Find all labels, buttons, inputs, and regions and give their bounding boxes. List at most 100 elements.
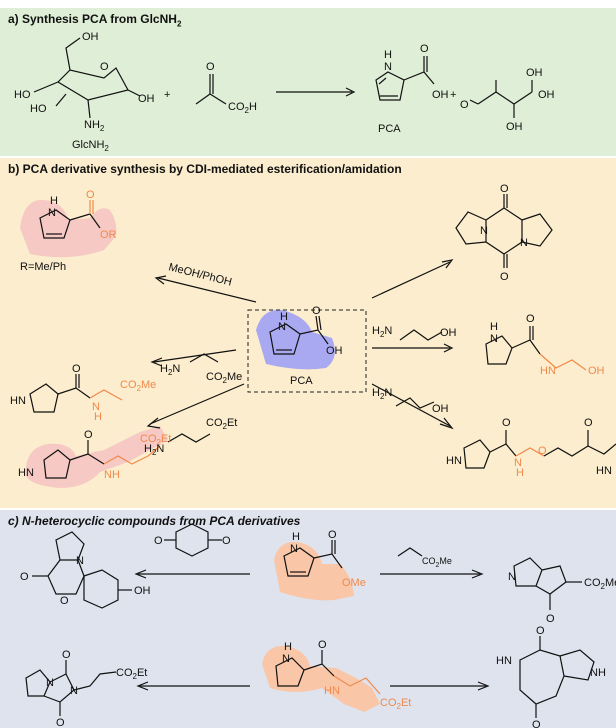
pca-dashed-box xyxy=(247,309,367,393)
gly-co2me: CO2Me xyxy=(120,379,156,393)
dkp-n-left: N xyxy=(480,225,488,237)
pca-center-label: PCA xyxy=(290,375,313,387)
imid-co2et: CO2Et xyxy=(116,667,147,681)
plus-sign-2: + xyxy=(450,89,456,101)
co2h-label: CO2H xyxy=(228,101,257,115)
aze-o-bottom: O xyxy=(532,719,541,728)
tri-o: O xyxy=(20,571,29,583)
ethanolamine-oh: OH xyxy=(440,327,457,339)
imid-o-top: O xyxy=(62,649,71,661)
bic-n: N xyxy=(508,571,516,583)
amc-n: N xyxy=(282,653,290,665)
panel-b-scheme: H N O OR R=Me/Ph MeOH/PhOH H N O OH PCA … xyxy=(10,183,616,488)
panel-c-scheme: O N O OH O O H N O OMe CO2Me N O CO2Me O… xyxy=(20,523,616,728)
pca-h: H xyxy=(280,311,288,323)
gly-o: O xyxy=(72,363,81,375)
ether-ketone-o: O xyxy=(584,417,593,429)
ho-label-2: HO xyxy=(30,103,47,115)
plus-sign: + xyxy=(164,89,170,101)
imid-n-right: N xyxy=(70,685,78,697)
product-oh-1: OH xyxy=(526,67,543,79)
amc-hn: HN xyxy=(324,685,340,697)
highlights-c xyxy=(262,541,380,712)
bic-co2me: CO2Me xyxy=(584,577,616,591)
ether-amide-o: O xyxy=(502,417,511,429)
pca-o: O xyxy=(312,305,321,317)
quinone-o-right: O xyxy=(222,535,231,547)
panel-c: c) N-heterocyclic compounds from PCA der… xyxy=(0,510,616,728)
bic-o: O xyxy=(546,613,555,625)
pyrrole-n-label: N xyxy=(384,61,392,73)
pca-n: N xyxy=(278,321,286,333)
product-oh-2: OH xyxy=(538,89,555,101)
ether-h: H xyxy=(516,467,524,479)
highlights xyxy=(20,199,335,488)
meoh-phoh-reagent: MeOH/PhOH xyxy=(167,261,233,288)
aze-nh: NH xyxy=(590,667,606,679)
acid-oh-label: OH xyxy=(432,89,449,101)
oh-label-2: OH xyxy=(138,93,155,105)
gly-hn: HN xyxy=(10,395,26,407)
bala-reagent-h2n: H2N xyxy=(144,443,164,457)
pcac-o: O xyxy=(328,529,337,541)
glcnh2-name: GlcNH2 xyxy=(72,139,109,153)
ethanolamine-h2n-2: H2N xyxy=(372,387,392,401)
pcac-ome: OMe xyxy=(342,577,366,589)
tri-ring-o: O xyxy=(60,595,69,607)
ethanolamine-h2n: H2N xyxy=(372,325,392,339)
tri-oh: OH xyxy=(134,585,151,597)
acid-o-label: O xyxy=(420,43,429,55)
dkp-o-bottom: O xyxy=(500,271,509,283)
gly-nh-h: H xyxy=(94,411,102,423)
oh-label: OH xyxy=(82,31,99,43)
amide-r-n: N xyxy=(490,333,498,345)
ho-label: HO xyxy=(14,89,31,101)
ring-o-label: O xyxy=(100,61,109,73)
ether-o: O xyxy=(538,445,547,457)
amc-co2et: CO2Et xyxy=(380,697,411,711)
glycine-reagent: H2N xyxy=(160,363,180,377)
r-label: R=Me/Ph xyxy=(20,261,66,273)
ketone-o-label: O xyxy=(206,61,215,73)
amc-h: H xyxy=(284,641,292,653)
amide-r-oh: OH xyxy=(588,365,605,377)
ether-n: N xyxy=(514,457,522,469)
bala-reagent-co2et: CO2Et xyxy=(206,417,237,431)
product-oh-3: OH xyxy=(506,121,523,133)
pca-oh: OH xyxy=(326,345,343,357)
ester-o: O xyxy=(86,189,95,201)
bala-nh: NH xyxy=(104,469,120,481)
or-label: OR xyxy=(100,229,117,241)
bala-co2et: CO2Et xyxy=(140,433,171,447)
amc-o: O xyxy=(318,639,327,651)
imid-n-left: N xyxy=(46,677,54,689)
pcac-h: H xyxy=(292,531,300,543)
pcac-n: N xyxy=(290,543,298,555)
panel-a-scheme: OH HO HO O OH NH2 GlcNH2 + O CO2H H N O … xyxy=(14,31,555,153)
aze-hn: HN xyxy=(496,655,512,667)
ethanolamine-oh-2: OH xyxy=(432,403,449,415)
panel-c-title: c) N-heterocyclic compounds from PCA der… xyxy=(8,514,301,528)
glycine-co2me: CO2Me xyxy=(206,371,242,385)
panel-b-title: b) PCA derivative synthesis by CDI-media… xyxy=(8,162,402,176)
amide-r-hn: HN xyxy=(540,365,556,377)
nh2-label: NH2 xyxy=(84,119,105,133)
amide-r-h: H xyxy=(490,321,498,333)
panel-a-title: a) Synthesis PCA from GlcNH2 xyxy=(8,12,182,29)
dkp-n-right: N xyxy=(520,237,528,249)
bala-hn: HN xyxy=(18,467,34,479)
pca-name: PCA xyxy=(378,123,401,135)
ether-pyrrole-hn: HN xyxy=(596,465,612,477)
bala-o: O xyxy=(84,429,93,441)
aldehyde-o-label: O xyxy=(460,99,469,111)
tri-n: N xyxy=(76,555,84,567)
aze-o-top: O xyxy=(536,625,545,637)
ester-n: N xyxy=(48,207,56,219)
quinone-o-left: O xyxy=(154,535,163,547)
pyrrole-h-label: H xyxy=(384,49,392,61)
acrylate-co2me: CO2Me xyxy=(422,556,452,569)
panel-a: a) Synthesis PCA from GlcNH2 xyxy=(0,8,616,156)
ether-hn: HN xyxy=(446,455,462,467)
dkp-o-top: O xyxy=(500,183,509,195)
imid-o-bottom: O xyxy=(56,717,65,728)
